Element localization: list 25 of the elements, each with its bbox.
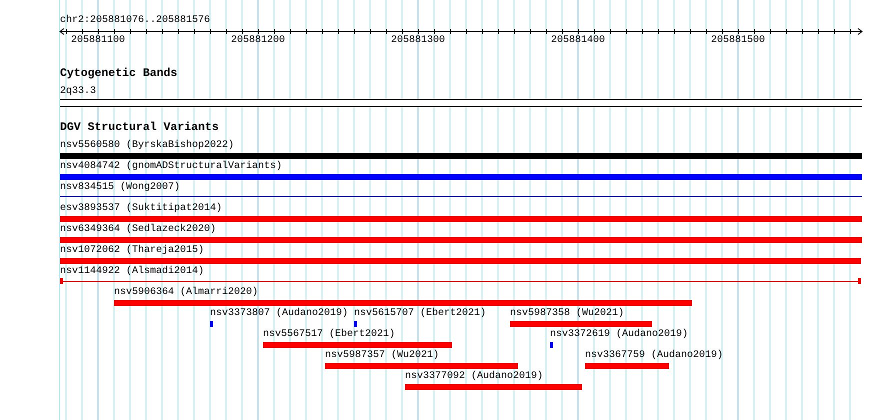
location-label: chr2:205881076..205881576 <box>60 15 210 27</box>
variant-label: nsv4084742 (gnomADStructuralVariants) <box>60 161 282 173</box>
variant-label: nsv5560580 (ByrskaBishop2022) <box>60 140 234 152</box>
variant-label: nsv5987358 (Wu2021) <box>510 308 624 320</box>
variant-label: nsv3372619 (Audano2019) <box>550 329 688 341</box>
variant-label: nsv1144922 (Alsmadi2014) <box>60 266 204 278</box>
variant-label: nsv5987357 (Wu2021) <box>325 350 440 362</box>
tick-label: 205881500 <box>711 35 765 47</box>
variant-label: nsv5567517 (Ebert2021) <box>263 329 396 341</box>
variant-label: nsv1072062 (Thareja2015) <box>60 245 204 257</box>
band-label: 2q33.3 <box>60 86 96 98</box>
variant-label: nsv6349364 (Sedlazeck2020) <box>60 224 216 236</box>
variant-label: nsv3377092 (Audano2019) <box>405 371 544 383</box>
tick-label: 205881400 <box>551 35 605 47</box>
track-title: Cytogenetic Bands <box>60 67 178 80</box>
track-title: DGV Structural Variants <box>60 121 219 134</box>
tick-label: 205881300 <box>391 35 445 47</box>
variant-label: nsv3373807 (Audano2019) <box>210 308 348 320</box>
tick-label: 205881100 <box>71 35 125 47</box>
variant-label: nsv3367759 (Audano2019) <box>585 350 724 362</box>
tick-label: 205881200 <box>231 35 285 47</box>
variant-label: nsv834515 (Wong2007) <box>60 182 180 194</box>
variant-label: nsv5906364 (Almarri2020) <box>114 287 258 299</box>
variant-label: nsv5615707 (Ebert2021) <box>354 308 486 320</box>
variant-label: esv3893537 (Suktitipat2014) <box>60 203 222 215</box>
